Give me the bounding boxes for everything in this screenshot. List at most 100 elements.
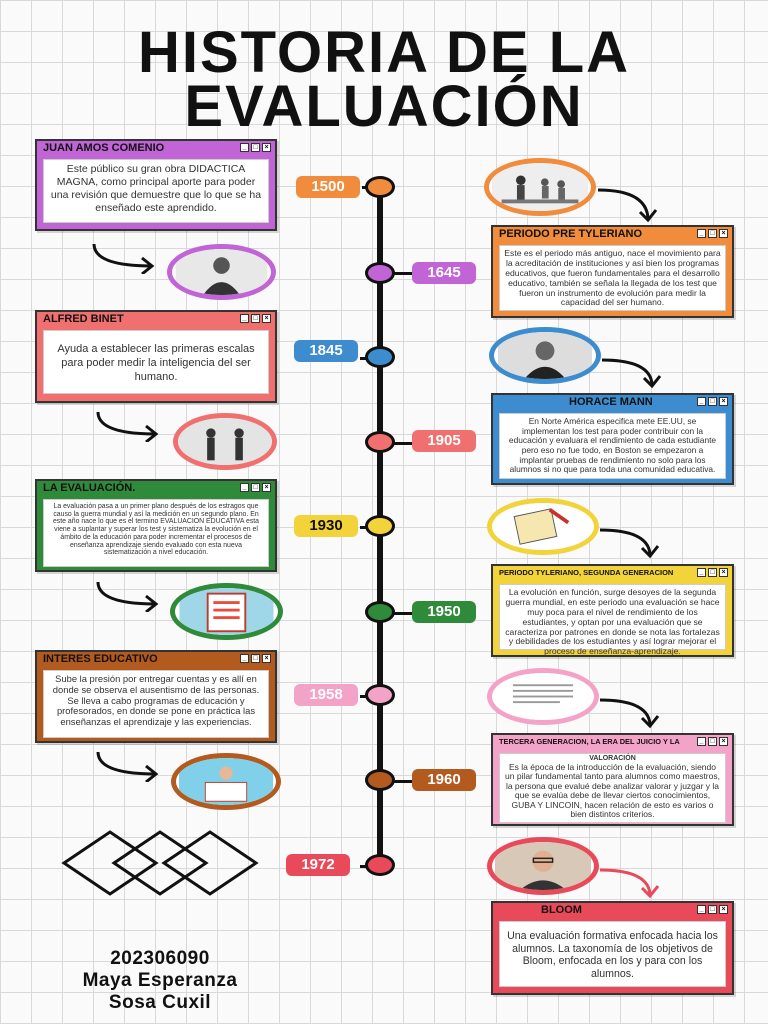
entry-box-interes-educativo: INTERES EDUCATIVO _□× Sube la presión po… <box>35 650 277 743</box>
photo-1500 <box>484 158 596 216</box>
entry-title-bar: BLOOM _□× <box>493 903 732 917</box>
entry-box-bloom: BLOOM _□× Una evaluación formativa enfoc… <box>491 901 734 995</box>
window-controls: _□× <box>240 314 271 323</box>
timeline-node-1845 <box>365 346 395 368</box>
timeline-node-1500 <box>365 176 395 198</box>
title-line-2: EVALUACIÓN <box>184 74 584 139</box>
close-icon: × <box>262 483 271 492</box>
connector-1960 <box>380 780 412 783</box>
photo-1958 <box>487 668 599 725</box>
entry-title: PERIODO PRE TYLERIANO <box>499 228 643 240</box>
entry-text: La evaluación pasa a un primer plano des… <box>43 499 269 567</box>
classroom-engraving-icon <box>492 163 588 211</box>
year-badge-1930: 1930 <box>294 515 358 537</box>
timeline-node-1645 <box>365 262 395 284</box>
photo-1845 <box>489 327 601 384</box>
window-controls: _□× <box>697 905 728 914</box>
year-badge-1645: 1645 <box>412 262 476 284</box>
year-badge-1950: 1950 <box>412 601 476 623</box>
window-controls: _□× <box>240 143 271 152</box>
student-id: 202306090 <box>110 948 210 969</box>
entry-title-bar: PERIODO TYLERIANO, SEGUNDA GENERACION _□… <box>493 566 732 580</box>
entry-text: La evolución en función, surge desoyes d… <box>499 584 726 656</box>
connector-1905 <box>380 442 412 445</box>
window-controls: _□× <box>697 737 728 746</box>
entry-title-bar: LA EVALUACIÓN. _□× <box>37 481 275 495</box>
arrow-icon <box>599 528 660 559</box>
photo-1905 <box>173 413 277 470</box>
timeline-node-1958 <box>365 684 395 706</box>
window-controls: _□× <box>240 654 271 663</box>
entry-title-bar: PERIODO PRE TYLERIANO _□× <box>493 227 732 241</box>
maximize-icon: □ <box>251 654 260 663</box>
author-name-2: Sosa Cuxil <box>108 992 212 1013</box>
close-icon: × <box>719 737 728 746</box>
portrait-bloom-icon <box>495 842 591 890</box>
maximize-icon: □ <box>708 905 717 914</box>
year-badge-1845: 1845 <box>294 340 358 362</box>
photo-1960 <box>171 753 281 810</box>
title-line-1: HISTORIA DE LA <box>137 20 631 85</box>
close-icon: × <box>719 905 728 914</box>
close-icon: × <box>719 568 728 577</box>
entry-body: VALORACIÓN Es la época de la introducció… <box>499 753 726 823</box>
minimize-icon: _ <box>240 654 249 663</box>
entry-text: Este es el periodo más antiguo, nace el … <box>499 245 726 311</box>
close-icon: × <box>719 229 728 238</box>
connector-1645 <box>380 272 412 275</box>
close-icon: × <box>262 143 271 152</box>
arrow-icon <box>96 581 159 612</box>
year-badge-1958: 1958 <box>294 684 358 706</box>
close-icon: × <box>262 654 271 663</box>
photo-1930 <box>487 498 599 555</box>
entry-title-bar: TERCERA GENERACION, LA ERA DEL JUICIO Y … <box>493 735 732 749</box>
close-icon: × <box>262 314 271 323</box>
minimize-icon: _ <box>697 229 706 238</box>
window-controls: _□× <box>697 397 728 406</box>
arrow-icon <box>92 243 155 274</box>
minimize-icon: _ <box>240 483 249 492</box>
timeline-node-1960 <box>365 769 395 791</box>
portrait-binet-icon <box>178 418 272 465</box>
entry-title: TERCERA GENERACION, LA ERA DEL JUICIO Y … <box>499 737 680 746</box>
entry-text: Este público su gran obra DIDACTICA MAGN… <box>43 159 269 223</box>
entry-title: JUAN AMOS COMENIO <box>43 142 165 154</box>
minimize-icon: _ <box>697 737 706 746</box>
entry-box-tercera-generacion: TERCERA GENERACION, LA ERA DEL JUICIO Y … <box>491 733 734 826</box>
window-controls: _□× <box>697 229 728 238</box>
text-document-icon <box>496 673 590 720</box>
author-name-1: Maya Esperanza <box>82 970 238 991</box>
portrait-horace-mann-icon <box>498 332 592 379</box>
child-reading-icon <box>179 758 273 805</box>
entry-title: INTERES EDUCATIVO <box>43 653 158 665</box>
entry-box-pre-tyleriano: PERIODO PRE TYLERIANO _□× Este es el per… <box>491 225 734 318</box>
minimize-icon: _ <box>697 905 706 914</box>
maximize-icon: □ <box>708 568 717 577</box>
entry-box-la-evaluacion: LA EVALUACIÓN. _□× La evaluación pasa a … <box>35 479 277 572</box>
cube-outline-icon <box>61 830 259 896</box>
entry-title: HORACE MANN <box>569 396 653 408</box>
arrow-icon <box>96 751 159 782</box>
entry-title: ALFRED BINET <box>43 313 124 325</box>
entry-title: PERIODO TYLERIANO, SEGUNDA GENERACION <box>499 568 674 577</box>
entry-title-bar: INTERES EDUCATIVO _□× <box>37 652 275 666</box>
maximize-icon: □ <box>708 397 717 406</box>
entry-text: Es la época de la introducción de la eva… <box>505 761 720 820</box>
entry-text: Ayuda a establecer las primeras escalas … <box>43 330 269 394</box>
photo-1950 <box>170 583 283 640</box>
arrow-icon <box>597 188 658 223</box>
entry-title: LA EVALUACIÓN. <box>43 482 136 494</box>
entry-box-tyleriano: PERIODO TYLERIANO, SEGUNDA GENERACION _□… <box>491 564 734 657</box>
maximize-icon: □ <box>251 483 260 492</box>
arrow-icon <box>96 411 159 442</box>
timeline-node-1905 <box>365 431 395 453</box>
connector-1950 <box>380 612 412 615</box>
arrow-icon <box>599 698 660 729</box>
entry-title: BLOOM <box>541 904 582 916</box>
entry-text: Una evaluación formativa enfocada hacia … <box>499 921 726 987</box>
page-title: HISTORIA DE LA EVALUACIÓN <box>0 20 768 139</box>
rating-checklist-icon <box>179 588 274 635</box>
maximize-icon: □ <box>251 314 260 323</box>
author-block: 202306090 Maya Esperanza Sosa Cuxil <box>20 948 300 1014</box>
timeline-node-1950 <box>365 601 395 623</box>
